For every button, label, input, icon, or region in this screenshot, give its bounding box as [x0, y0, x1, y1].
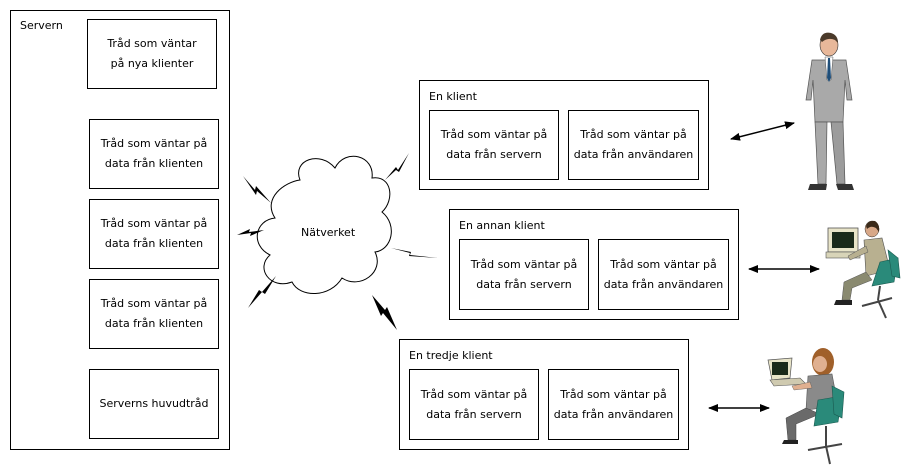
thread-line-2: data från användaren	[553, 407, 674, 421]
network-label: Nätverket	[301, 226, 356, 239]
client-thread-server-2: Tråd som väntar på data från servern	[459, 239, 589, 310]
server-main-thread: Serverns huvudtråd	[89, 369, 219, 439]
server-thread-client-data-3: Tråd som väntar på data från klienten	[89, 279, 219, 349]
thread-line-1: Tråd som väntar på	[100, 137, 208, 150]
client-title: En tredje klient	[409, 349, 493, 362]
thread-line-2: data från servern	[476, 277, 572, 291]
thread-line-2: data från användaren	[603, 277, 724, 291]
client-thread-user-3: Tråd som väntar på data från användaren	[548, 369, 679, 440]
thread-line-1: Tråd som väntar på	[100, 217, 208, 230]
thread-line-2: data från klienten	[104, 317, 204, 330]
thread-line-2: data från klienten	[104, 237, 204, 250]
standing-man-icon	[805, 32, 854, 190]
thread-line-1: Tråd som väntar på	[580, 128, 687, 141]
thread-line-2: data från användaren	[573, 148, 694, 161]
thread-line-1: Tråd som väntar på	[470, 257, 578, 271]
thread-line-2: data från servern	[446, 148, 542, 161]
client-thread-server-3: Tråd som väntar på data från servern	[409, 369, 539, 440]
woman-at-laptop-icon	[767, 348, 845, 465]
client-thread-user-2: Tråd som väntar på data från användaren	[598, 239, 729, 310]
server-title: Servern	[20, 19, 63, 32]
thread-line-1: Serverns huvudtråd	[99, 397, 209, 410]
client-title: En annan klient	[459, 219, 545, 232]
thread-line-2: data från servern	[426, 407, 522, 421]
client-user-arrow-1	[730, 121, 795, 141]
lightning-icon	[243, 176, 271, 203]
server-thread-client-data-1: Tråd som väntar på data från klienten	[89, 119, 219, 189]
lightning-icon	[248, 276, 276, 308]
thread-line-1: Tråd som väntar på	[440, 128, 548, 141]
client-title: En klient	[429, 90, 477, 103]
thread-line-1: Tråd som väntar på	[100, 297, 208, 310]
thread-line-1: Tråd som väntar	[107, 37, 197, 50]
thread-line-2: data från klienten	[104, 157, 204, 170]
man-at-computer-icon	[825, 220, 901, 319]
client-thread-user-1: Tråd som väntar på data från användaren	[568, 110, 699, 180]
lightning-icon	[372, 295, 397, 330]
network-cloud	[256, 155, 392, 295]
thread-line-1: Tråd som väntar på	[560, 387, 667, 401]
thread-line-2: på nya klienter	[110, 57, 194, 70]
lightning-icon	[391, 248, 438, 258]
thread-line-1: Tråd som väntar på	[610, 257, 717, 271]
server-thread-new-clients: Tråd som väntar på nya klienter	[87, 19, 217, 89]
lightning-icon	[237, 229, 264, 236]
lightning-icon	[385, 153, 409, 180]
thread-line-1: Tråd som väntar på	[420, 387, 528, 401]
lightning-bolts	[237, 153, 438, 330]
client-thread-server-1: Tråd som väntar på data från servern	[429, 110, 559, 180]
server-thread-client-data-2: Tråd som väntar på data från klienten	[89, 199, 219, 269]
